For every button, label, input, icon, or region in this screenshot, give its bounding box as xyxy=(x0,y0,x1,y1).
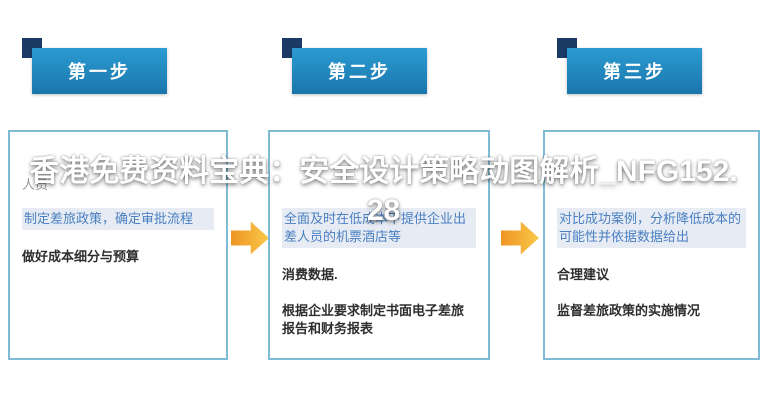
step3-label: 第三步 xyxy=(603,62,666,82)
step2-bold-text-2: 根据企业要求制定书面电子差旅报告和财务报表 xyxy=(282,303,465,336)
step-column-1: 第一步 人员 制定差旅政策，确定审批流程 做好成本细分与预算 xyxy=(8,38,228,360)
step3-bold-text-1: 合理建议 xyxy=(557,267,610,282)
step1-bold-text-1: 做好成本细分与预算 xyxy=(22,249,140,264)
step1-header: 第一步 xyxy=(32,48,167,94)
step1-content-box: 人员 制定差旅政策，确定审批流程 做好成本细分与预算 xyxy=(8,130,228,360)
step2-highlight-text: 全面及时在低成本下提供企业出差人员的机票酒店等 xyxy=(282,208,476,248)
step2-content-box: 全面及时在低成本下提供企业出差人员的机票酒店等 消费数据. 根据企业要求制定书面… xyxy=(268,130,490,360)
step1-highlight-text: 制定差旅政策，确定审批流程 xyxy=(22,208,214,230)
step1-muted-text: 人员 xyxy=(22,177,49,192)
step3-content-box: 对比成功案例，分析降低成本的可能性并依据数据给出 合理建议 监督差旅政策的实施情… xyxy=(543,130,760,360)
step2-label: 第二步 xyxy=(328,62,391,82)
step-column-2: 第二步 全面及时在低成本下提供企业出差人员的机票酒店等 消费数据. 根据企业要求… xyxy=(268,38,490,360)
step2-header: 第二步 xyxy=(292,48,427,94)
step3-bold-text-2: 监督差旅政策的实施情况 xyxy=(557,303,701,318)
step3-highlight-text: 对比成功案例，分析降低成本的可能性并依据数据给出 xyxy=(557,208,746,248)
overlay-title: 香港免费资料宝典：安全设计策略动图解析_NFG152.28 xyxy=(29,155,738,227)
step1-label: 第一步 xyxy=(68,62,131,82)
step-column-3: 第三步 对比成功案例，分析降低成本的可能性并依据数据给出 合理建议 监督差旅政策… xyxy=(543,38,760,360)
step2-bold-text-1: 消费数据. xyxy=(282,267,338,282)
step3-header: 第三步 xyxy=(567,48,702,94)
